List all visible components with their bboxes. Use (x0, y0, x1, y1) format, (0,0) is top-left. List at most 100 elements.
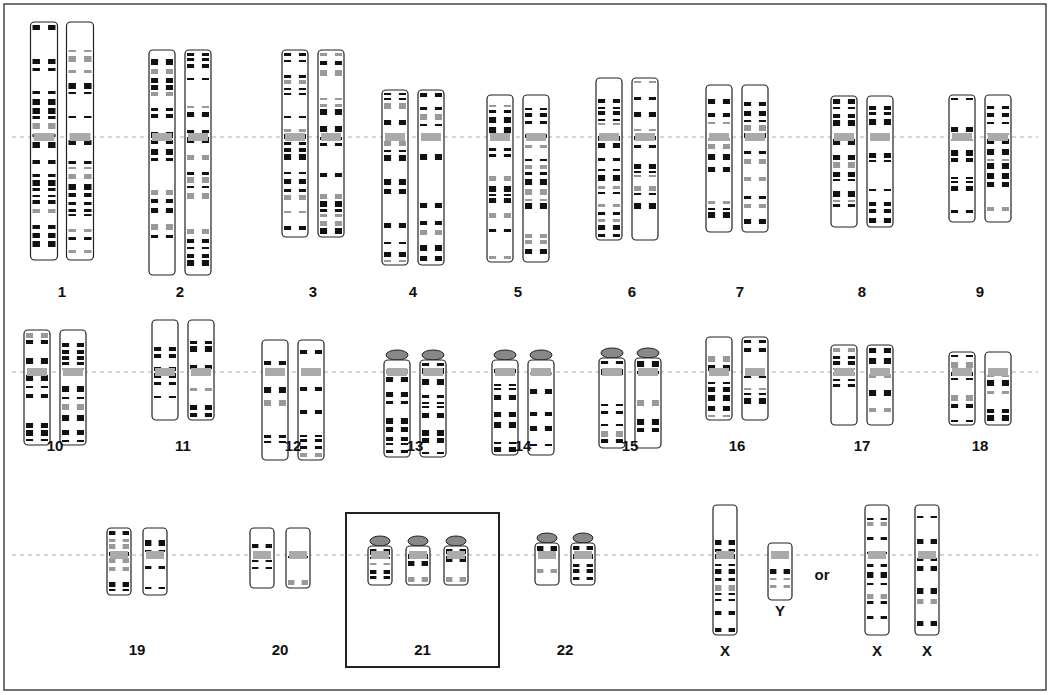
band-gap (715, 212, 723, 218)
band (300, 446, 322, 449)
band (525, 159, 547, 161)
band (26, 423, 48, 428)
band (708, 167, 730, 172)
band-gap (532, 172, 540, 175)
band-gap (840, 384, 848, 387)
band-gap (33, 340, 41, 344)
band (300, 350, 322, 354)
band (386, 450, 408, 453)
band (145, 540, 165, 546)
band (598, 107, 620, 109)
band (987, 380, 1009, 386)
chromosome-number: 20 (272, 642, 289, 659)
band (33, 68, 56, 71)
band-gap (40, 160, 48, 164)
chromatid (985, 352, 1011, 425)
connector-word: or (815, 567, 830, 584)
band-gap (751, 348, 759, 352)
band (525, 165, 547, 169)
band (151, 59, 173, 65)
band-gap (429, 452, 437, 454)
band (833, 379, 855, 381)
band (284, 60, 306, 62)
band-gap (873, 583, 880, 585)
band (33, 174, 56, 177)
band (187, 64, 209, 68)
centromere (574, 551, 592, 559)
band-gap (532, 203, 540, 209)
band (634, 171, 656, 173)
band-gap (641, 112, 649, 117)
chromosome-number: 10 (47, 438, 64, 455)
chromosome-number: 3 (309, 284, 317, 301)
band (525, 249, 547, 254)
band-gap (197, 346, 205, 352)
band (598, 186, 620, 189)
band (708, 154, 730, 160)
band-gap (194, 106, 202, 108)
band (917, 599, 937, 604)
band (525, 199, 547, 201)
satellite (494, 350, 516, 360)
band-gap (496, 148, 504, 151)
band (69, 50, 92, 52)
chromosome-number: 7 (736, 284, 744, 301)
band (26, 358, 48, 364)
band (422, 379, 444, 385)
band (598, 225, 620, 230)
chromosome (831, 96, 857, 227)
band-gap (115, 531, 122, 535)
band-gap (958, 98, 966, 100)
band (151, 224, 173, 230)
band (370, 563, 390, 565)
band (833, 120, 855, 126)
band (190, 341, 212, 344)
band (987, 106, 1009, 109)
chromatid (949, 95, 975, 222)
band-gap (151, 540, 158, 546)
band-gap (76, 50, 84, 52)
band (69, 174, 92, 179)
band-gap (452, 577, 459, 582)
chromosome (149, 50, 175, 275)
band (951, 404, 973, 408)
band-gap (151, 566, 158, 569)
satellite (601, 348, 623, 358)
band (386, 392, 408, 397)
band (187, 78, 209, 80)
band-gap (69, 362, 77, 365)
band (708, 144, 730, 149)
band (62, 386, 84, 392)
centromere (63, 368, 83, 376)
centromere (387, 368, 407, 376)
band (833, 356, 855, 359)
band-gap (391, 93, 399, 95)
band (422, 413, 444, 418)
band (744, 177, 766, 181)
chromatid (406, 546, 430, 585)
band-gap (291, 80, 299, 84)
band-gap (40, 195, 48, 197)
band (708, 208, 730, 210)
band-gap (158, 69, 166, 74)
band-gap (532, 199, 540, 201)
band-gap (751, 111, 759, 116)
band-gap (994, 380, 1002, 386)
band-gap (327, 104, 335, 107)
band (33, 180, 56, 186)
band-gap (427, 154, 435, 160)
band-gap (751, 196, 759, 199)
band (637, 361, 659, 367)
band-gap (69, 386, 77, 392)
band (598, 234, 620, 237)
band-gap (501, 384, 509, 386)
centromere (285, 133, 305, 141)
band (33, 188, 56, 191)
band-gap (840, 348, 848, 352)
band-gap (427, 230, 435, 235)
band (598, 99, 620, 103)
band-gap (391, 223, 399, 228)
chromosome (382, 90, 408, 265)
band-gap (537, 426, 545, 431)
band (634, 97, 656, 100)
